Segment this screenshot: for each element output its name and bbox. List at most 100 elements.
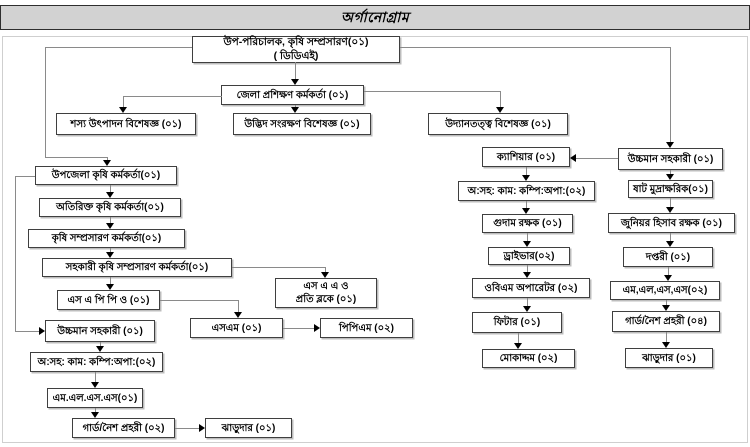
- org-node-upazila-agriculture-officer: উপজেলা কৃষি কর্মকর্তা(০১): [35, 166, 177, 185]
- connector-arrow-down-icon: [119, 107, 127, 113]
- connector-arrow-down-icon: [106, 252, 114, 258]
- connector-arrow-down-icon: [91, 412, 99, 418]
- connector-line: [45, 47, 46, 158]
- connector-arrow-down-icon: [106, 223, 114, 229]
- org-node-mlss-left: এম.এল.এস.এস(০১): [47, 388, 143, 408]
- connector-arrow-right-icon: [199, 424, 205, 432]
- connector-arrow-down-icon: [106, 192, 114, 198]
- connector-line: [527, 233, 528, 242]
- connector-arrow-right-icon: [39, 327, 45, 335]
- org-node-guard-night-watchman-right: গার্ড/নৈশ প্রহরী (০৪): [612, 311, 720, 332]
- connector-line: [123, 96, 124, 108]
- connector-arrow-down-icon: [666, 174, 674, 180]
- connector-arrow-down-icon: [103, 160, 111, 166]
- org-node-driver: ড্রাইভার(০২): [488, 247, 570, 265]
- org-node-guard-night-watchman-left: গার্ড/নৈশ প্রহরী (০২): [72, 418, 175, 438]
- connector-line: [232, 267, 326, 268]
- connector-line: [110, 185, 111, 193]
- connector-arrow-down-icon: [522, 208, 530, 214]
- connector-line: [400, 47, 671, 48]
- connector-arrow-right-icon: [314, 324, 320, 332]
- org-node-sweeper-left: ঝাড়ুদার (০১): [205, 418, 292, 438]
- connector-line: [670, 47, 671, 143]
- title-bar: অর্গানোগ্রাম: [0, 5, 750, 30]
- org-node-head-assistant-left: উচ্চমান সহকারী (০১): [45, 320, 155, 342]
- org-node-ppm: পিপিএম (০২): [320, 318, 413, 338]
- connector-arrow-down-icon: [662, 305, 670, 311]
- org-node-mlss-right: এম,এল,এস,এস(০২): [610, 281, 720, 300]
- connector-line: [666, 332, 667, 343]
- org-node-agriculture-extension-officer: কৃষি সম্প্রসারণ কর্মকর্তা(০১): [28, 229, 185, 248]
- connector-line: [175, 428, 200, 429]
- org-node-plant-protection-specialist: উদ্ভিদ সংরক্ষণ বিশেষজ্ঞ (০১): [233, 113, 371, 135]
- org-node-saao-per-block: এস এ এ ও প্রতি ব্লকে (০১): [275, 278, 377, 308]
- connector-line: [110, 248, 111, 253]
- org-node-shorthand-typist: ষাট মুদ্রাক্ষরিক(০১): [628, 180, 713, 198]
- org-node-assistant-agriculture-extension-officer: সহকারী কৃষি সম্প্রসারণ কর্মকর্তা(০১): [42, 258, 232, 277]
- connector-line: [670, 233, 671, 242]
- org-node-mokaddam: মোকাদ্দম (০২): [482, 349, 575, 368]
- connector-arrow-down-icon: [666, 142, 674, 148]
- connector-arrow-down-icon: [522, 175, 530, 181]
- page-title: অর্গানোগ্রাম: [340, 8, 410, 25]
- connector-line: [100, 342, 101, 347]
- connector-arrow-down-icon: [321, 272, 329, 278]
- connector-line: [670, 170, 671, 175]
- connector-line: [325, 267, 326, 273]
- org-node-sappo: এস এ পি পি ও (০১): [57, 290, 160, 310]
- org-node-cashier: ক্যাশিয়ার (০১): [482, 147, 570, 167]
- connector-line: [283, 328, 315, 329]
- org-node-additional-agriculture-officer: অতিরিক্ত কৃষি কর্মকর্তা(০১): [39, 198, 181, 217]
- connector-line: [15, 176, 16, 331]
- connector-line: [666, 300, 667, 306]
- org-node-office-assistant-cum-computer-operator-right: অ:সহ: কাম: কম্পি:অপা:(০২): [458, 181, 595, 201]
- connector-line: [123, 96, 222, 97]
- connector-line: [295, 62, 296, 80]
- org-node-deputy-director-dae: উপ-পরিচালক, কৃষি সম্প্রসারণ(০১) ( ডিডিএই…: [192, 36, 400, 63]
- connector-line: [110, 217, 111, 224]
- connector-line: [575, 158, 618, 159]
- org-node-daftari: দপ্তরী (০১): [623, 247, 713, 267]
- connector-arrow-down-icon: [496, 107, 504, 113]
- connector-line: [526, 201, 527, 209]
- connector-line: [527, 298, 528, 307]
- org-node-obm-operator: ওবিএম অপারেটর (০২): [472, 278, 590, 298]
- org-node-store-keeper: গুদাম রক্ষক (০১): [482, 214, 573, 233]
- connector-arrow-down-icon: [523, 306, 531, 312]
- connector-line: [526, 167, 527, 176]
- org-node-office-assistant-cum-computer-operator-left: অ:সহ: কাম: কম্পি:অপা:(০২): [30, 352, 163, 372]
- connector-arrow-down-icon: [523, 241, 531, 247]
- connector-line: [110, 277, 111, 285]
- connector-line: [15, 176, 35, 177]
- org-node-sweeper-right: ঝাড়ুদার (০১): [625, 348, 713, 368]
- connector-line: [95, 408, 96, 413]
- connector-line: [670, 198, 671, 208]
- connector-line: [527, 265, 528, 273]
- connector-arrow-down-icon: [234, 312, 242, 318]
- connector-line: [160, 300, 239, 301]
- org-node-crop-production-specialist: শস্য উৎপাদন বিশেষজ্ঞ (০১): [56, 113, 196, 135]
- connector-line: [95, 372, 96, 383]
- connector-line: [518, 333, 519, 344]
- connector-line: [45, 157, 108, 158]
- org-node-head-assistant-right: উচ্চমান সহকারী (০১): [618, 148, 723, 170]
- org-node-horticulture-specialist: উদ্যানতত্ত্ব বিশেষজ্ঞ (০১): [428, 113, 568, 135]
- connector-arrow-down-icon: [523, 272, 531, 278]
- connector-arrow-down-icon: [106, 284, 114, 290]
- connector-line: [364, 91, 501, 92]
- org-node-sm: এসএম (০১): [190, 318, 283, 338]
- connector-line: [45, 47, 192, 48]
- connector-arrow-down-icon: [291, 79, 299, 85]
- connector-arrow-down-icon: [514, 343, 522, 349]
- org-node-district-training-officer: জেলা প্রশিক্ষণ কর্মকর্তা (০১): [221, 85, 364, 105]
- connector-arrow-down-icon: [291, 107, 299, 113]
- connector-arrow-down-icon: [666, 241, 674, 247]
- connector-arrow-down-icon: [664, 275, 672, 281]
- connector-line: [238, 300, 239, 313]
- connector-arrow-down-icon: [666, 207, 674, 213]
- connector-arrow-left-icon: [570, 154, 576, 162]
- org-node-fitter: ফিটার (০১): [472, 312, 562, 333]
- org-node-junior-accounts-keeper: জুনিয়র হিসাব রক্ষক (০১): [608, 213, 735, 233]
- connector-line: [107, 157, 108, 161]
- connector-line: [500, 91, 501, 108]
